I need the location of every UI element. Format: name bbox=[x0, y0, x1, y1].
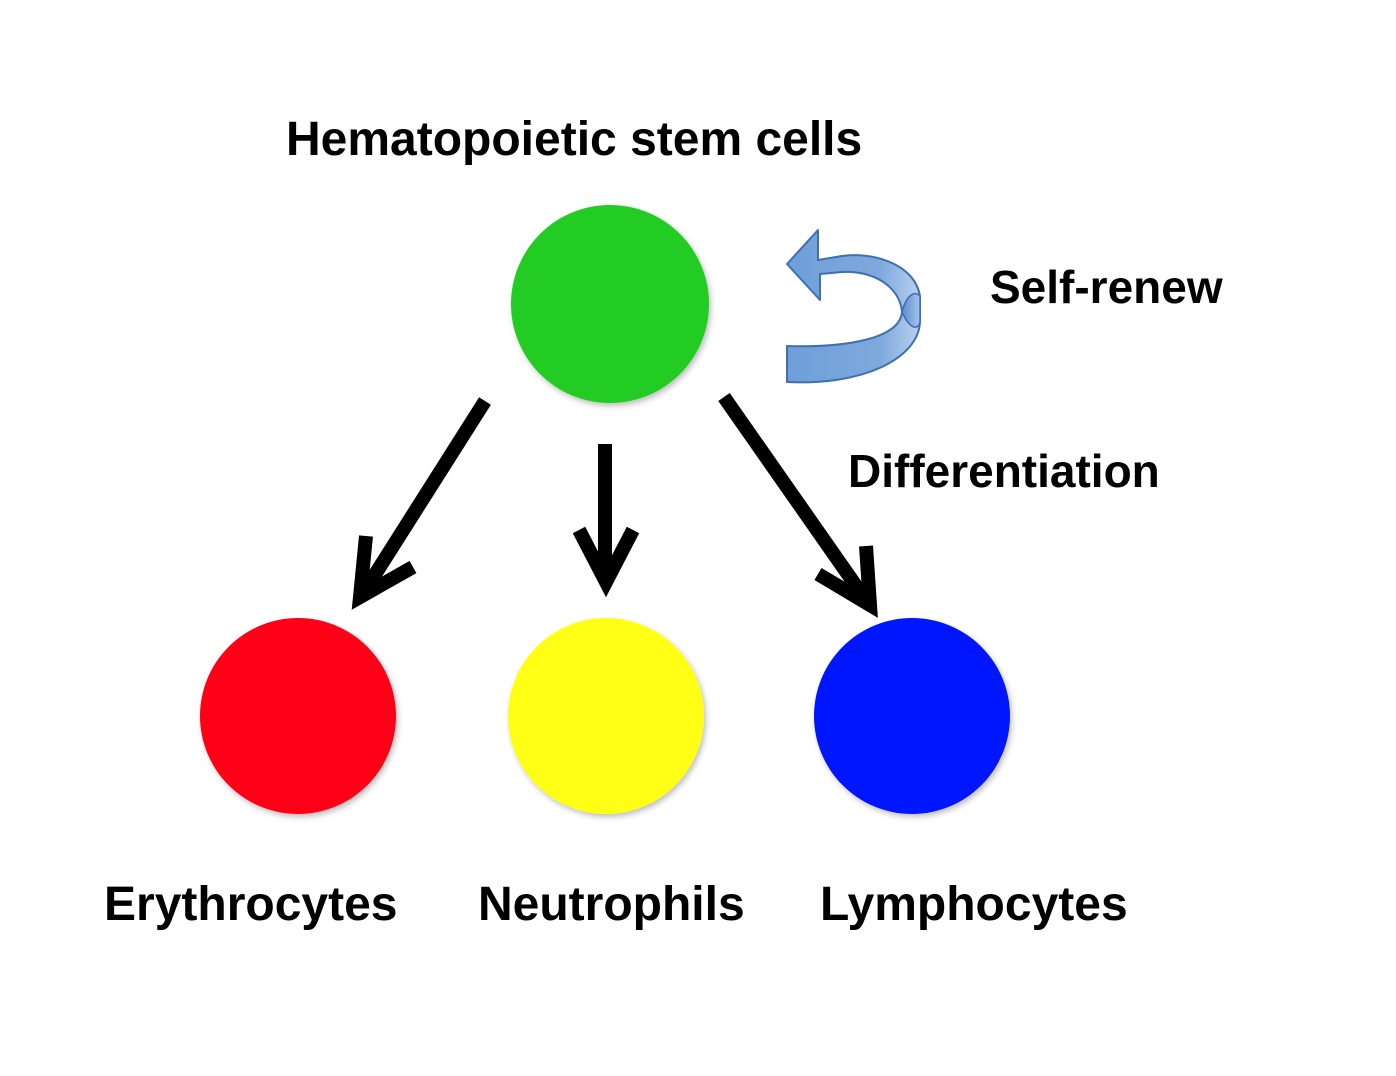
lymphocytes-label: Lymphocytes bbox=[820, 878, 1128, 931]
diagram-title: Hematopoietic stem cells bbox=[286, 113, 863, 166]
differentiation-arrow-middle bbox=[572, 444, 640, 598]
stem-cell-circle bbox=[511, 205, 709, 403]
differentiation-label: Differentiation bbox=[848, 445, 1160, 497]
differentiation-arrow-left bbox=[351, 397, 491, 610]
neutrophils-label: Neutrophils bbox=[478, 878, 745, 931]
lymphocyte-cell-circle bbox=[814, 618, 1010, 814]
self-renew-label: Self-renew bbox=[990, 261, 1223, 313]
erythrocyte-cell-circle bbox=[200, 618, 396, 814]
self-renew-arrow-icon bbox=[786, 229, 921, 384]
erythrocytes-label: Erythrocytes bbox=[104, 878, 398, 931]
neutrophil-cell-circle bbox=[508, 618, 704, 814]
differentiation-arrow-right bbox=[718, 392, 878, 618]
